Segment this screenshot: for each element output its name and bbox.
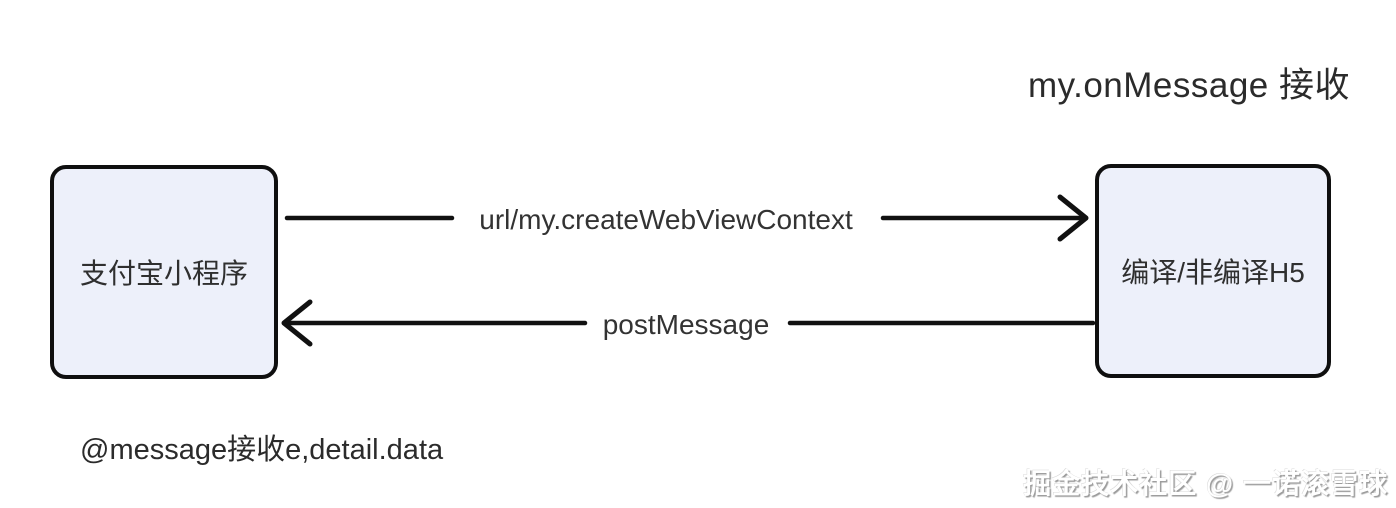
node-alipay-miniprogram-label: 支付宝小程序 <box>79 258 248 289</box>
node-h5-webview: 编译/非编译H5 <box>1095 164 1331 378</box>
forward-arrowhead-icon <box>1057 194 1089 242</box>
watermark: 掘金技术社区 @ 一诺滚雪球 <box>1023 468 1388 499</box>
backward-arrowhead-icon <box>281 299 313 347</box>
node-h5-webview-label: 编译/非编译H5 <box>1121 257 1305 288</box>
forward-arrow-label: url/my.createWebViewContext <box>473 204 859 236</box>
diagram-title: my.onMessage 接收 <box>1028 66 1350 105</box>
message-handler-annotation: @message接收e,detail.data <box>80 434 444 466</box>
node-alipay-miniprogram: 支付宝小程序 <box>50 165 278 379</box>
backward-arrow-label: postMessage <box>596 309 776 341</box>
